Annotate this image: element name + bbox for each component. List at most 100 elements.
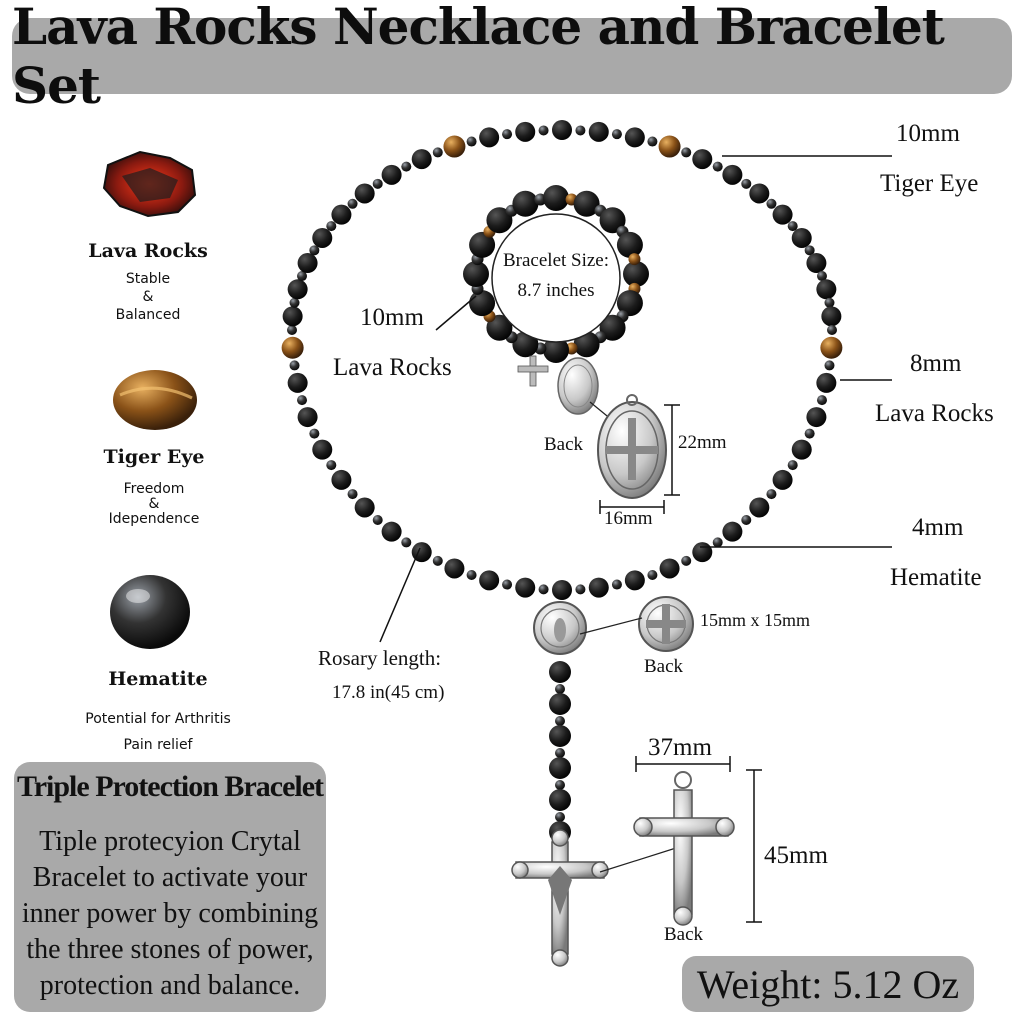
tiger-eye-bead <box>658 135 681 158</box>
bracelet-lava-bead <box>543 337 569 363</box>
hematite-bead <box>326 221 337 232</box>
bracelet-lava-bead <box>486 207 513 234</box>
lava8-size: 8mm <box>910 350 962 377</box>
lava-bead <box>659 558 680 579</box>
lava-bead <box>297 253 318 274</box>
lava-bead <box>722 521 743 542</box>
bracelet-size-callout <box>491 213 621 343</box>
hematite-bead <box>804 428 815 439</box>
hematite-bead <box>347 489 358 500</box>
hematite-bead <box>289 297 300 308</box>
hematite-bead <box>538 125 549 136</box>
stone-desc-line: Idependence <box>108 511 200 527</box>
lava-bead <box>772 469 793 490</box>
hematite-bead <box>647 569 658 580</box>
hematite-bead <box>766 198 777 209</box>
hematite-bead <box>824 360 835 371</box>
rosary-length-label: Rosary length: <box>318 646 442 670</box>
bracelet-lava-bead <box>469 231 496 258</box>
hematite-name: Hematite <box>890 564 982 591</box>
center-medal-size: 15mm x 15mm <box>700 610 811 630</box>
lava-bead <box>624 570 645 591</box>
lava-bead <box>772 204 793 225</box>
lava-bead <box>479 127 500 148</box>
lava-bead <box>479 570 500 591</box>
hematite-bead <box>289 360 300 371</box>
drop-hematite-bead <box>555 812 565 822</box>
hematite-bead <box>816 271 827 282</box>
tiger-eye-stone <box>113 370 197 430</box>
stone-name-hematite: Hematite <box>108 668 208 690</box>
bracelet-lava-bead <box>543 185 569 211</box>
triple-protection-box: Triple Protection Bracelet Tiple protecy… <box>14 762 326 1012</box>
lava8-name: Lava Rocks <box>875 400 994 427</box>
hematite-bead <box>741 178 752 189</box>
rosary-length-leader <box>379 547 421 643</box>
lava-bead <box>816 372 837 393</box>
rosary-necklace <box>281 120 843 600</box>
drop-lava-bead <box>549 757 571 779</box>
drop-hematite-bead <box>555 684 565 694</box>
lava-bead <box>515 577 536 598</box>
hematite-bead <box>827 325 837 335</box>
stone-desc-line: Pain relief <box>123 737 193 753</box>
cross-back <box>633 771 735 926</box>
center-medal <box>533 601 587 655</box>
medal-back-large <box>597 394 667 499</box>
hematite-bead <box>372 515 383 526</box>
bracelet <box>463 185 649 363</box>
bracelet-lava-bead <box>599 314 626 341</box>
bracelet-lava-bead <box>463 261 489 287</box>
stone-desc-line: Freedom <box>123 481 185 497</box>
lava-bead <box>381 521 402 542</box>
tiger-eye-bead <box>281 336 304 359</box>
lava-bead <box>692 542 713 563</box>
lava-bead <box>806 407 827 428</box>
hematite-bead <box>611 579 622 590</box>
lava-bead <box>287 372 308 393</box>
hematite-bead <box>347 198 358 209</box>
lava-bead <box>806 253 827 274</box>
cross-width-label: 37mm <box>648 734 712 761</box>
hematite-bead <box>502 129 513 140</box>
stone-desc-line: Potential for Arthritis <box>85 711 231 727</box>
bracelet-size-label: Bracelet Size: <box>502 250 610 271</box>
stone-desc-tiger: Freedom & Idependence <box>64 480 244 528</box>
lava-bead <box>515 121 536 142</box>
tiger-eye-bead <box>443 135 466 158</box>
hematite-bead <box>741 515 752 526</box>
hematite-bead <box>575 125 586 136</box>
hematite-bead <box>787 460 798 471</box>
hematite-bead <box>804 245 815 256</box>
hematite-bead <box>712 161 723 172</box>
bracelet-spacer-bead <box>628 253 641 266</box>
triple-line: the three stones of power, <box>26 934 314 965</box>
lava-bead <box>552 580 572 600</box>
lava-bead <box>816 279 837 300</box>
hematite-bead <box>647 136 658 147</box>
weight-value: Weight: 5.12 Oz <box>696 961 960 1007</box>
lava-bead <box>312 439 333 460</box>
lava-bead <box>588 121 609 142</box>
triple-protection-title: Triple Protection Bracelet <box>16 770 324 803</box>
stone-desc-line: Balanced <box>115 307 181 323</box>
drop-hematite-bead <box>555 716 565 726</box>
hematite-bead <box>502 579 513 590</box>
medal-height-label: 22mm <box>678 432 727 453</box>
triple-line: inner power by combining <box>21 898 319 929</box>
hematite-bead <box>432 555 443 566</box>
drop-lava-bead <box>549 789 571 811</box>
bracelet-lava-bead <box>469 290 496 317</box>
center-medal-back-label: Back <box>644 656 684 677</box>
lava-bead <box>287 279 308 300</box>
hematite-bead <box>309 428 320 439</box>
stone-desc-line: Stable <box>125 271 171 287</box>
lava10-leader <box>435 295 477 331</box>
tiger-eye-name: Tiger Eye <box>880 170 979 197</box>
medal-back-label: Back <box>544 434 584 455</box>
lava-bead <box>354 497 375 518</box>
lava-bead <box>821 306 842 327</box>
lava-bead <box>297 407 318 428</box>
lava-bead <box>791 227 812 248</box>
